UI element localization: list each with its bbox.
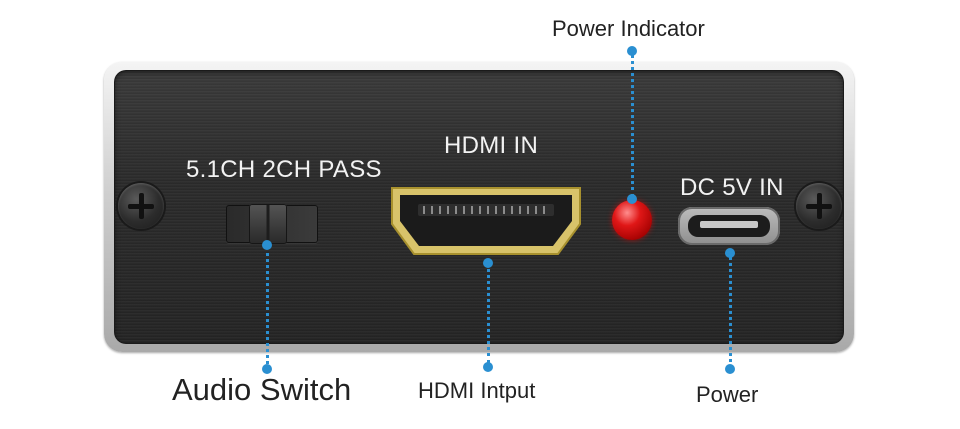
power-indicator-callout: Power Indicator: [552, 16, 705, 41]
callout-line-audio-switch: [266, 246, 269, 364]
power-led-icon: [612, 200, 652, 240]
callout-dot: [627, 194, 637, 204]
callout-dot: [725, 364, 735, 374]
power-callout: Power: [696, 382, 759, 407]
hdmi-input-callout: HDMI Intput: [418, 378, 536, 403]
screw-right-icon: [796, 183, 842, 229]
callout-dot: [262, 364, 272, 374]
screw-left-icon: [118, 183, 164, 229]
dc-in-label: DC 5V IN: [680, 174, 784, 201]
callout-line-power-indicator: [631, 48, 634, 198]
micro-usb-tongue: [700, 221, 758, 228]
hdmi-port-icon: [391, 187, 581, 255]
callout-dot: [483, 362, 493, 372]
audio-switch-knob[interactable]: [249, 204, 287, 244]
audio-modes-label: 5.1CH 2CH PASS: [186, 156, 382, 183]
audio-switch-callout: Audio Switch: [172, 372, 352, 407]
hdmi-in-label: HDMI IN: [444, 132, 539, 159]
callout-line-power: [729, 252, 732, 368]
callout-line-hdmi-input: [487, 262, 490, 364]
callout-dot: [262, 240, 272, 250]
